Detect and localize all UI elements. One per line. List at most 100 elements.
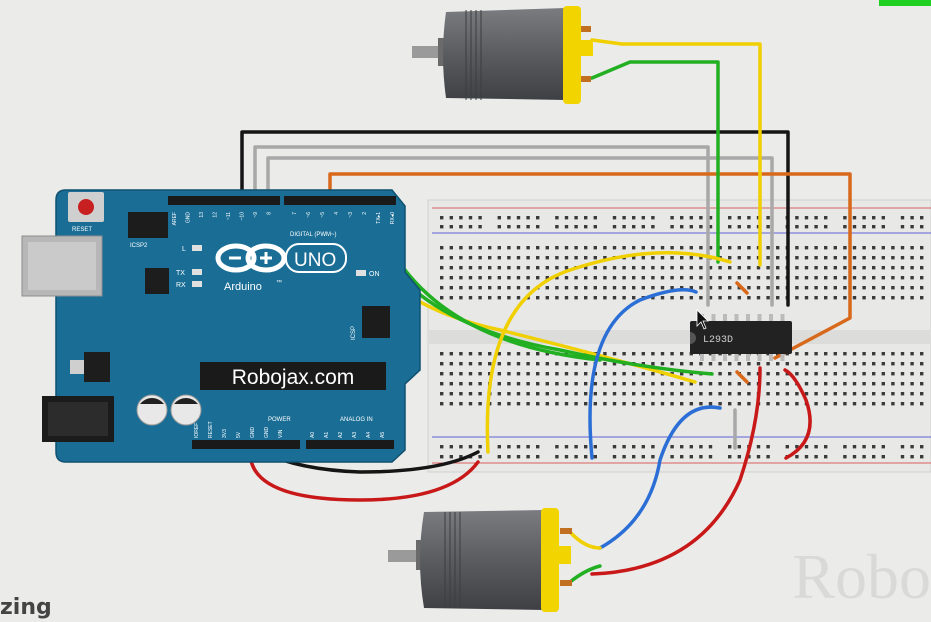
breadboard-hole	[526, 352, 530, 356]
breadboard-hole	[603, 276, 607, 280]
breadboard-hole	[689, 382, 693, 386]
breadboard-hole	[680, 372, 684, 376]
wire-blue-upper	[588, 288, 698, 460]
breadboard-hole	[584, 392, 588, 396]
breadboard-hole	[612, 246, 617, 250]
breadboard-hole	[622, 276, 626, 280]
breadboard-hole	[536, 362, 540, 366]
breadboard-hole	[795, 402, 799, 406]
header-analog	[306, 440, 394, 449]
breadboard-hole	[555, 286, 559, 290]
breadboard-hole	[766, 372, 770, 376]
breadboard-hole	[612, 266, 617, 270]
breadboard-hole	[910, 382, 914, 386]
breadboard-hole	[718, 246, 722, 250]
breadboard-hole	[584, 225, 588, 229]
breadboard-hole	[670, 276, 674, 280]
wires	[240, 38, 852, 584]
breadboard-hole	[449, 246, 453, 250]
breadboard-hole	[641, 362, 645, 366]
breadboard-hole	[843, 392, 847, 396]
breadboard-hole	[507, 455, 511, 459]
breadboard-hole	[670, 225, 674, 229]
breadboard-hole	[900, 362, 905, 366]
breadboard-hole	[862, 372, 866, 376]
breadboard-hole	[536, 352, 540, 356]
breadboard-hole	[497, 372, 501, 376]
breadboard-hole	[651, 266, 655, 270]
pin-label: A2	[338, 432, 344, 438]
header-top-right	[284, 196, 396, 205]
breadboard-hole	[728, 372, 732, 376]
breadboard-hole	[574, 296, 578, 300]
breadboard-hole	[555, 216, 559, 220]
pin-label: A3	[352, 432, 358, 438]
breadboard-hole	[593, 266, 597, 270]
breadboard-hole	[680, 455, 684, 459]
breadboard-hole	[852, 362, 857, 366]
breadboard-hole	[814, 216, 818, 220]
breadboard-hole	[603, 392, 607, 396]
breadboard-hole	[689, 296, 693, 300]
breadboard-hole	[862, 225, 866, 229]
breadboard-hole	[516, 382, 521, 386]
breadboard-hole	[632, 455, 636, 459]
breadboard-hole	[843, 296, 847, 300]
breadboard-hole	[584, 276, 588, 280]
breadboard-hole	[545, 266, 549, 270]
breadboard-hole	[862, 352, 866, 356]
breadboard-hole	[641, 382, 645, 386]
breadboard-hole	[660, 296, 665, 300]
breadboard-hole	[747, 382, 751, 386]
breadboard-hole	[766, 276, 770, 280]
breadboard-hole	[468, 445, 473, 449]
breadboard-hole	[603, 402, 607, 406]
breadboard-hole	[632, 266, 636, 270]
breadboard-hole	[651, 352, 655, 356]
breadboard-hole	[881, 216, 885, 220]
breadboard-hole	[920, 362, 924, 366]
breadboard-hole	[824, 372, 828, 376]
l293d-chip: L293D	[690, 314, 792, 361]
breadboard-hole	[584, 445, 588, 449]
breadboard-hole	[900, 402, 905, 406]
breadboard-hole	[900, 216, 905, 220]
breadboard-hole	[545, 276, 549, 280]
breadboard-hole	[680, 362, 684, 366]
breadboard-hole	[881, 266, 885, 270]
breadboard-hole	[641, 455, 645, 459]
breadboard-hole	[468, 296, 473, 300]
breadboard-hole	[612, 455, 617, 459]
breadboard-hole	[632, 246, 636, 250]
breadboard-hole	[718, 372, 722, 376]
breadboard-hole	[766, 256, 770, 260]
breadboard-hole	[747, 296, 751, 300]
breadboard-hole	[584, 455, 588, 459]
breadboard-hole	[478, 372, 482, 376]
breadboard-hole	[449, 362, 453, 366]
breadboard-hole	[910, 445, 914, 449]
breadboard-hole	[852, 352, 857, 356]
breadboard-hole	[814, 362, 818, 366]
breadboard-hole	[632, 352, 636, 356]
breadboard-hole	[804, 246, 809, 250]
breadboard-hole	[852, 286, 857, 290]
breadboard-hole	[862, 402, 866, 406]
breadboard-hole	[737, 296, 741, 300]
breadboard-hole	[814, 445, 818, 449]
wire-yellow-lead-m2	[568, 530, 602, 550]
arduino-uno-board: RESET ICSP2 L TX RX ON UNO Arduino	[21, 189, 421, 463]
breadboard-hole	[622, 225, 626, 229]
breadboard-hole	[804, 266, 809, 270]
breadboard-hole	[459, 392, 463, 396]
breadboard-hole	[555, 362, 559, 366]
breadboard-hole	[795, 225, 799, 229]
breadboard-hole	[747, 392, 751, 396]
chip-label: L293D	[703, 335, 733, 346]
breadboard-hole	[603, 256, 607, 260]
breadboard-hole	[708, 216, 713, 220]
breadboard-hole	[728, 276, 732, 280]
breadboard-hole	[670, 362, 674, 366]
breadboard-hole	[526, 266, 530, 270]
breadboard-hole	[900, 445, 905, 449]
